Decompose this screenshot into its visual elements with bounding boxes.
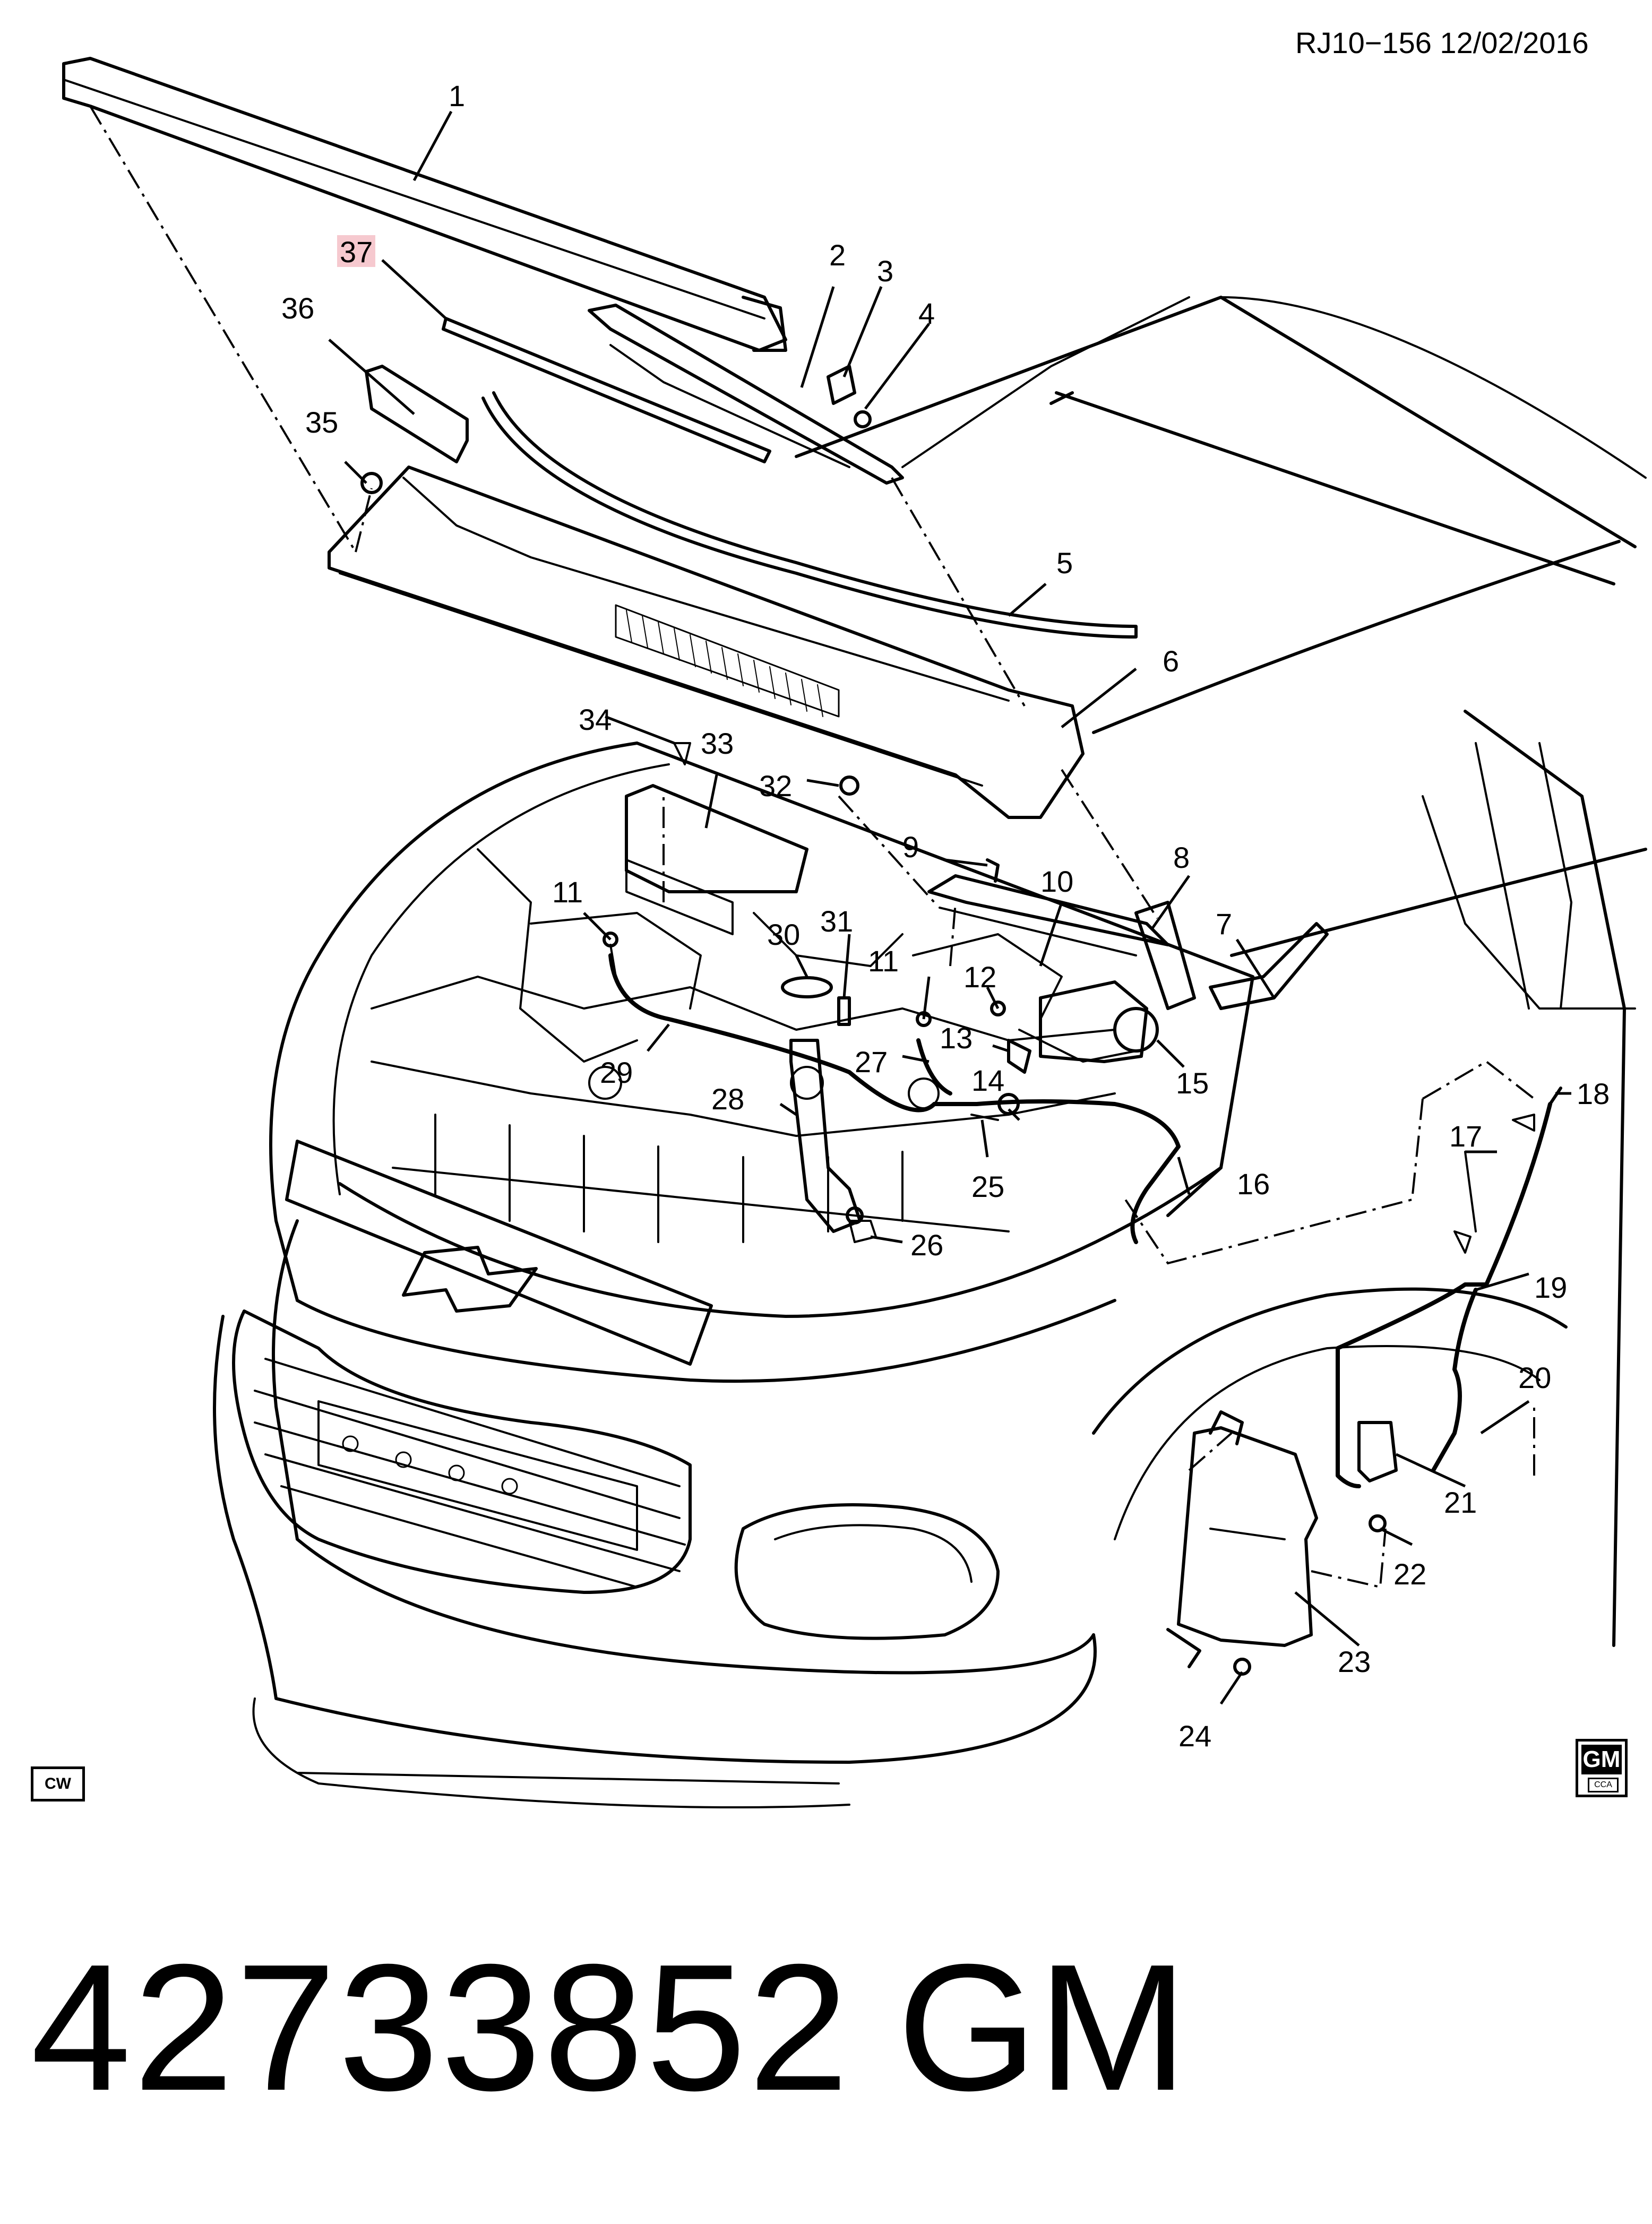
callout-8[interactable]: 8 [1173,841,1190,874]
callout-15[interactable]: 15 [1176,1066,1209,1100]
callout-14[interactable]: 14 [971,1064,1004,1097]
alignment-lines [89,105,1535,1589]
callout-2[interactable]: 2 [829,238,846,272]
callout-10[interactable]: 10 [1040,865,1073,898]
callout-30[interactable]: 30 [767,918,800,951]
parts-diagram: 1 2 3 4 5 6 7 8 9 10 11 11 12 13 14 15 1… [62,26,1647,1808]
callout-26[interactable]: 26 [910,1228,943,1262]
vehicle-line-art [62,57,1647,1808]
callout-36[interactable]: 36 [281,291,314,325]
callout-34[interactable]: 34 [579,703,612,736]
callout-12[interactable]: 12 [963,960,996,994]
callout-16[interactable]: 16 [1237,1167,1270,1201]
cowl-panel-line [328,466,1085,819]
grille-line [232,1309,692,1594]
callout-labels: 1 2 3 4 5 6 7 8 9 10 11 11 12 13 14 15 1… [281,79,1610,1753]
callout-23[interactable]: 23 [1338,1645,1371,1678]
callout-37-highlight [337,235,375,267]
chevron-emblem-line [402,1246,538,1313]
gm-cca-logo-icon: GM CCA [1576,1739,1628,1797]
callout-29[interactable]: 29 [600,1056,633,1089]
callout-3[interactable]: 3 [877,254,893,288]
callout-35[interactable]: 35 [305,406,338,439]
callout-27[interactable]: 27 [855,1045,888,1079]
callout-7[interactable]: 7 [1216,907,1232,941]
leader-lines [328,110,1571,1705]
garnish-molding-line [62,57,787,352]
callout-20[interactable]: 20 [1518,1361,1551,1394]
callout-17[interactable]: 17 [1449,1119,1482,1153]
callout-22[interactable]: 22 [1393,1557,1426,1591]
callout-21[interactable]: 21 [1444,1486,1477,1519]
cca-logo-text: CCA [1588,1778,1619,1792]
callout-24[interactable]: 24 [1178,1719,1211,1753]
document-reference: RJ10−156 12/02/2016 [1295,26,1589,59]
washer-reservoir-line [1177,1426,1318,1647]
callout-4[interactable]: 4 [918,297,935,330]
gm-logo-text: GM [1581,1745,1622,1774]
callout-19[interactable]: 19 [1534,1271,1567,1304]
callout-32[interactable]: 32 [759,769,792,803]
callout-13[interactable]: 13 [940,1021,973,1055]
callout-33[interactable]: 33 [701,727,734,760]
callout-5[interactable]: 5 [1056,546,1073,580]
callout-11a[interactable]: 11 [552,875,583,909]
part-number: 42733852 [31,1927,851,2128]
callout-31[interactable]: 31 [820,904,853,938]
callout-25[interactable]: 25 [971,1170,1004,1203]
cw-badge: CW [31,1766,85,1801]
callout-9[interactable]: 9 [902,830,919,864]
callout-6[interactable]: 6 [1163,644,1179,678]
callout-37[interactable]: 37 [340,235,373,269]
brand-label: GM [897,1927,1188,2128]
wiper-blade-line [442,317,771,463]
callout-11b[interactable]: 11 [868,944,899,978]
callout-18[interactable]: 18 [1577,1077,1610,1110]
callout-28[interactable]: 28 [711,1082,744,1116]
callout-1[interactable]: 1 [449,79,465,113]
